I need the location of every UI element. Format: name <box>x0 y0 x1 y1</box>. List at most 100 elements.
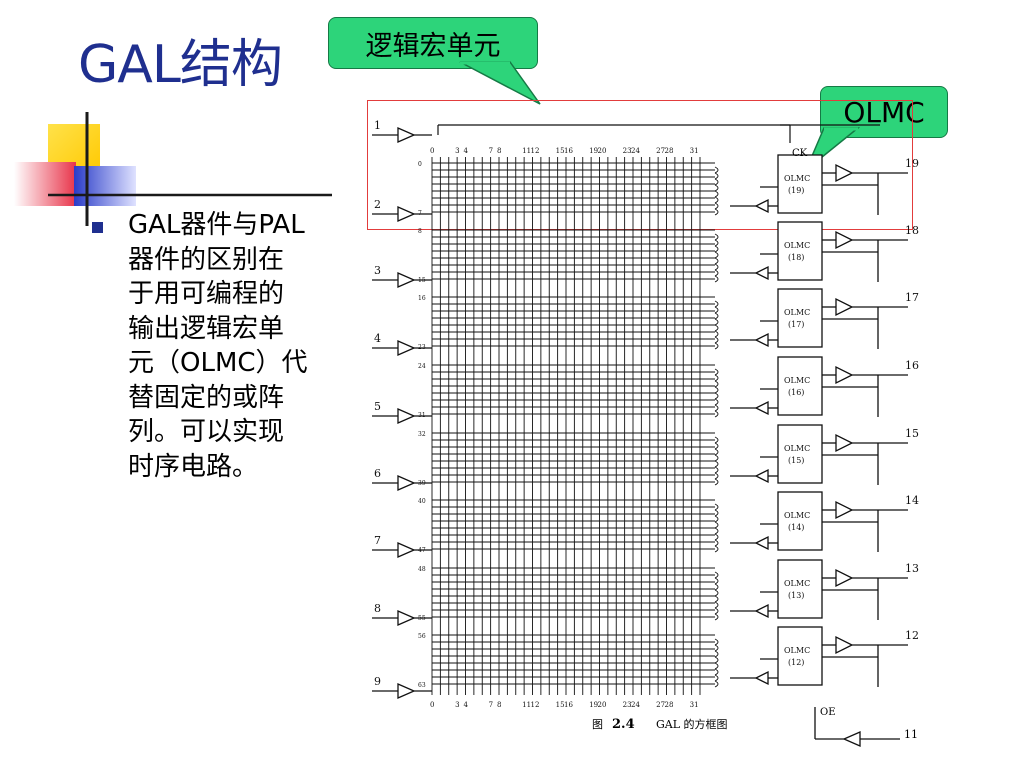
input-buffer <box>397 127 416 143</box>
column-label-top: 20 <box>598 147 607 155</box>
olmc-label: OLMC <box>784 579 810 588</box>
column-label-top: 31 <box>690 147 699 155</box>
input-pin-label: 9 <box>374 675 381 688</box>
output-pin-label: 19 <box>905 157 919 170</box>
row-label: 31 <box>418 412 426 419</box>
column-label-bottom: 8 <box>497 701 501 709</box>
olmc-block <box>777 221 823 281</box>
input-buffer <box>397 408 416 424</box>
ck-label: CK <box>792 148 808 159</box>
blue-square <box>74 166 136 206</box>
olmc-label: OLMC <box>784 511 810 520</box>
olmc-block <box>777 626 823 686</box>
olmc-number: (13) <box>788 591 804 600</box>
row-label: 47 <box>418 547 426 554</box>
input-pin-label: 5 <box>374 400 381 413</box>
column-label-top: 0 <box>430 147 434 155</box>
row-label: 23 <box>418 344 426 351</box>
column-label-bottom: 12 <box>531 701 540 709</box>
input-buffer <box>397 683 416 699</box>
row-label: 16 <box>418 295 426 302</box>
olmc-number: (15) <box>788 456 804 465</box>
red-square <box>14 162 76 206</box>
page-title: GAL结构 <box>78 35 283 95</box>
output-pin-label: 14 <box>905 494 919 507</box>
input-pin-label: 2 <box>374 198 381 211</box>
column-label-top: 11 <box>522 147 531 155</box>
row-label: 48 <box>418 566 426 573</box>
output-pin-label: 15 <box>905 427 919 440</box>
oe-pin-label: 11 <box>904 728 918 741</box>
input-pin-label: 6 <box>374 467 381 480</box>
olmc-number: (19) <box>788 186 804 195</box>
olmc-label: OLMC <box>784 646 810 655</box>
olmc-number: (12) <box>788 658 804 667</box>
caption-prefix: 图 <box>592 718 603 731</box>
column-label-top: 23 <box>623 147 632 155</box>
row-label: 40 <box>418 498 426 505</box>
column-label-top: 7 <box>489 147 493 155</box>
output-pin-label: 16 <box>905 359 919 372</box>
callout-olmc: OLMC <box>820 86 948 138</box>
gal-block-diagram: OLMC(19)1907OLMC(18)18815OLMC(17)171623O… <box>372 119 919 747</box>
decorative-squares <box>14 112 332 226</box>
output-pin-label: 17 <box>905 291 919 304</box>
olmc-number: (14) <box>788 523 804 532</box>
output-pin-label: 13 <box>905 562 919 575</box>
input-pin-label: 4 <box>374 332 381 345</box>
column-label-bottom: 0 <box>430 701 434 709</box>
highlight-box <box>367 100 913 230</box>
column-label-top: 16 <box>564 147 573 155</box>
column-label-bottom: 31 <box>690 701 699 709</box>
input-pin-label: 8 <box>374 602 381 615</box>
input-pin-label: 3 <box>374 264 381 277</box>
row-label: 0 <box>418 161 422 168</box>
input-buffer <box>397 610 416 626</box>
olmc-block <box>777 154 823 214</box>
row-label: 8 <box>418 228 422 235</box>
olmc-block <box>777 559 823 619</box>
row-label: 39 <box>418 480 426 487</box>
caption-number: 2.4 <box>612 717 635 732</box>
row-label: 32 <box>418 431 426 438</box>
column-label-top: 15 <box>556 147 565 155</box>
column-label-bottom: 24 <box>631 701 640 709</box>
input-buffer <box>397 542 416 558</box>
olmc-block <box>777 288 823 348</box>
input-buffer <box>397 272 416 288</box>
input-pin-label: 7 <box>374 534 381 547</box>
column-label-bottom: 27 <box>656 701 665 709</box>
olmc-number: (17) <box>788 320 804 329</box>
input-buffer <box>397 340 416 356</box>
olmc-block <box>777 356 823 416</box>
callout-logic-macrocell: 逻辑宏单元 <box>328 17 538 69</box>
column-label-top: 28 <box>665 147 674 155</box>
input-buffer <box>397 475 416 491</box>
olmc-number: (18) <box>788 253 804 262</box>
olmc-block <box>777 491 823 551</box>
column-label-bottom: 16 <box>564 701 573 709</box>
column-label-bottom: 19 <box>589 701 598 709</box>
column-label-top: 3 <box>455 147 459 155</box>
column-label-bottom: 4 <box>464 701 469 709</box>
row-label: 55 <box>418 615 426 622</box>
row-label: 24 <box>418 363 426 370</box>
input-buffer <box>397 206 416 222</box>
column-label-top: 4 <box>464 147 469 155</box>
olmc-number: (16) <box>788 388 804 397</box>
bullet-marker <box>92 222 103 233</box>
column-label-bottom: 11 <box>522 701 531 709</box>
caption-text: GAL 的方框图 <box>656 717 728 731</box>
row-label: 56 <box>418 633 426 640</box>
row-label: 7 <box>418 210 422 217</box>
column-label-bottom: 7 <box>489 701 493 709</box>
column-label-top: 12 <box>531 147 540 155</box>
olmc-label: OLMC <box>784 241 810 250</box>
input-pin-label: 1 <box>374 119 381 132</box>
row-label: 15 <box>418 277 426 284</box>
output-pin-label: 12 <box>905 629 919 642</box>
olmc-label: OLMC <box>784 444 810 453</box>
bullet-text: GAL器件与PAL器件的区别在于用可编程的输出逻辑宏单元（OLMC）代替固定的或… <box>128 210 308 482</box>
column-label-top: 24 <box>631 147 640 155</box>
column-label-bottom: 3 <box>455 701 459 709</box>
